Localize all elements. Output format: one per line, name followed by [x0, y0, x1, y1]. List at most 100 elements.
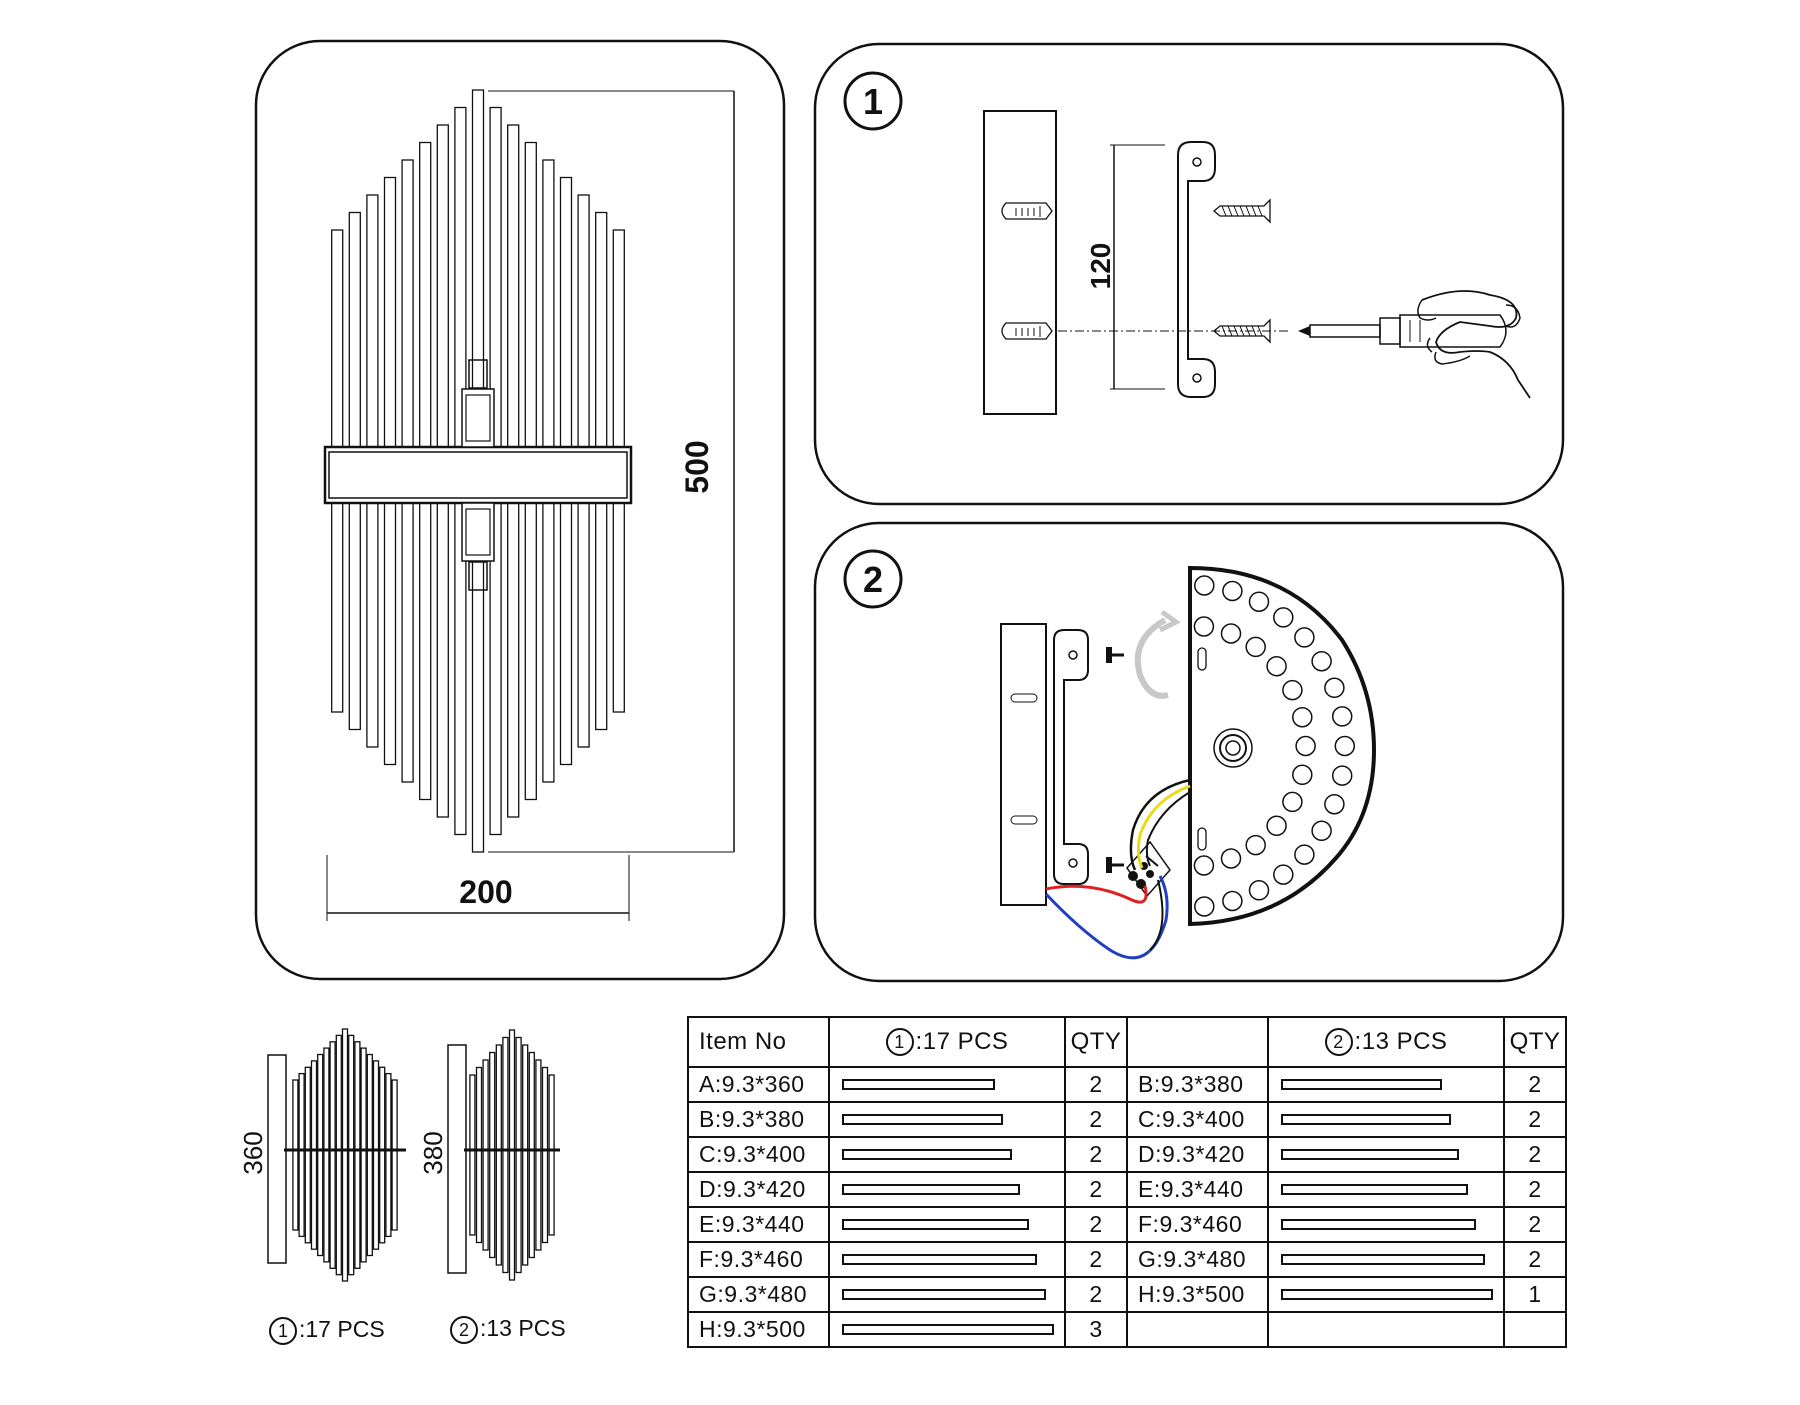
rod	[535, 1059, 542, 1251]
rod	[541, 1066, 549, 1244]
rod-length-bar	[1281, 1254, 1485, 1265]
item-cell: B:9.3*380	[1126, 1066, 1269, 1103]
rod-hole	[1220, 848, 1242, 869]
rod	[528, 1051, 535, 1259]
set2-header: 2:13 PCS	[1267, 1016, 1505, 1068]
spacing-dimension-line	[1110, 144, 1165, 390]
qty-cell: 2	[1064, 1066, 1128, 1103]
center-clamp	[323, 359, 633, 591]
qty-cell: 3	[1064, 1311, 1128, 1348]
rod-hole	[1193, 855, 1215, 876]
step2-number: 2	[863, 559, 883, 600]
rod	[310, 1060, 318, 1250]
item-cell: C:9.3*400	[1126, 1101, 1269, 1138]
rod-hole	[1194, 896, 1215, 917]
qty-cell	[1503, 1311, 1567, 1348]
set1-header-badge: 1	[885, 1028, 914, 1057]
rod	[502, 1036, 509, 1274]
rod-length-cell	[828, 1241, 1066, 1278]
rod	[515, 1036, 522, 1274]
variant2-caption: 2:13 PCS	[450, 1315, 566, 1344]
rod-length-bar	[1281, 1079, 1443, 1090]
supply-wires	[1044, 875, 1169, 960]
step1-badge	[843, 71, 903, 131]
item-cell: G:9.3*480	[1126, 1241, 1269, 1278]
rod-length-bar	[842, 1324, 1054, 1335]
qty-cell: 2	[1503, 1136, 1567, 1173]
rod-length-bar	[1281, 1184, 1468, 1195]
rod-length-cell	[828, 1171, 1066, 1208]
rod-length-bar	[842, 1254, 1038, 1265]
set1-header-label: :17 PCS	[915, 1027, 1009, 1055]
empty-header-cell	[1126, 1016, 1269, 1068]
rod	[482, 1059, 489, 1251]
parts-table: Item No 1:17 PCS QTY 2:13 PCS QTY A:9.3*…	[687, 1016, 1567, 1348]
qty-cell: 2	[1064, 1241, 1128, 1278]
item-cell: F:9.3*460	[687, 1241, 830, 1278]
rod-hole	[1292, 706, 1313, 728]
item-cell: D:9.3*420	[687, 1171, 830, 1208]
rod-hole	[1222, 580, 1243, 602]
hand-icon	[1417, 290, 1531, 399]
rod-length-cell	[1267, 1206, 1505, 1243]
table-header-row: Item No 1:17 PCS QTY 2:13 PCS QTY	[687, 1016, 1567, 1068]
rod-hole	[1266, 655, 1287, 677]
qty-header: QTY	[1064, 1016, 1128, 1068]
rod-hole	[1282, 679, 1303, 701]
rod-hole	[1220, 623, 1242, 644]
rod-hole	[1331, 765, 1353, 786]
overall-dimension-panel: 500 200	[254, 39, 786, 981]
rod	[354, 1041, 361, 1269]
panel-frame	[813, 42, 1565, 506]
rod-length-bar	[842, 1219, 1029, 1230]
rod-length-bar	[842, 1114, 1004, 1125]
rotate-arrow-icon	[1134, 609, 1181, 699]
rod-hole	[1266, 815, 1287, 837]
rod-hole	[1222, 890, 1243, 912]
item-cell: G:9.3*480	[687, 1276, 830, 1313]
screwdriver-icon	[1298, 314, 1507, 348]
rod-length-cell	[1267, 1101, 1505, 1138]
rod	[317, 1053, 324, 1257]
rod	[495, 1044, 502, 1266]
set2-header-badge: 2	[1324, 1028, 1353, 1057]
variant-rods	[292, 1028, 398, 1282]
step2-badge	[843, 549, 903, 609]
qty-cell: 2	[1064, 1101, 1128, 1138]
variant-17pcs: 360	[238, 1028, 406, 1282]
rod	[348, 1034, 355, 1276]
item-cell: H:9.3*500	[1126, 1276, 1269, 1313]
rod	[341, 1028, 349, 1282]
rod-length-cell	[1267, 1136, 1505, 1173]
rod	[335, 1034, 342, 1276]
step1-number: 1	[863, 81, 883, 122]
wall-plate	[983, 110, 1057, 415]
rod-hole	[1331, 706, 1353, 727]
rod-length-cell	[828, 1276, 1066, 1313]
rod	[304, 1066, 311, 1244]
qty-cell: 2	[1503, 1206, 1567, 1243]
rod-length-bar	[1281, 1149, 1460, 1160]
rod-hole	[1324, 677, 1345, 699]
variant2-caption-text: :13 PCS	[480, 1315, 566, 1341]
rod-hole	[1245, 636, 1266, 658]
item-no-header: Item No	[687, 1016, 830, 1068]
rod-length-bar	[1281, 1289, 1493, 1300]
rod-length-cell	[828, 1066, 1066, 1103]
rod-hole	[1294, 627, 1315, 648]
qty-cell: 2	[1503, 1066, 1567, 1103]
rod-length-cell	[1267, 1171, 1505, 1208]
variant1-height-label: 360	[238, 1131, 268, 1174]
screw-icon	[1212, 318, 1271, 344]
rod-length-cell	[1267, 1276, 1505, 1313]
rod-hole	[1273, 864, 1294, 885]
rod-length-cell	[828, 1101, 1066, 1138]
